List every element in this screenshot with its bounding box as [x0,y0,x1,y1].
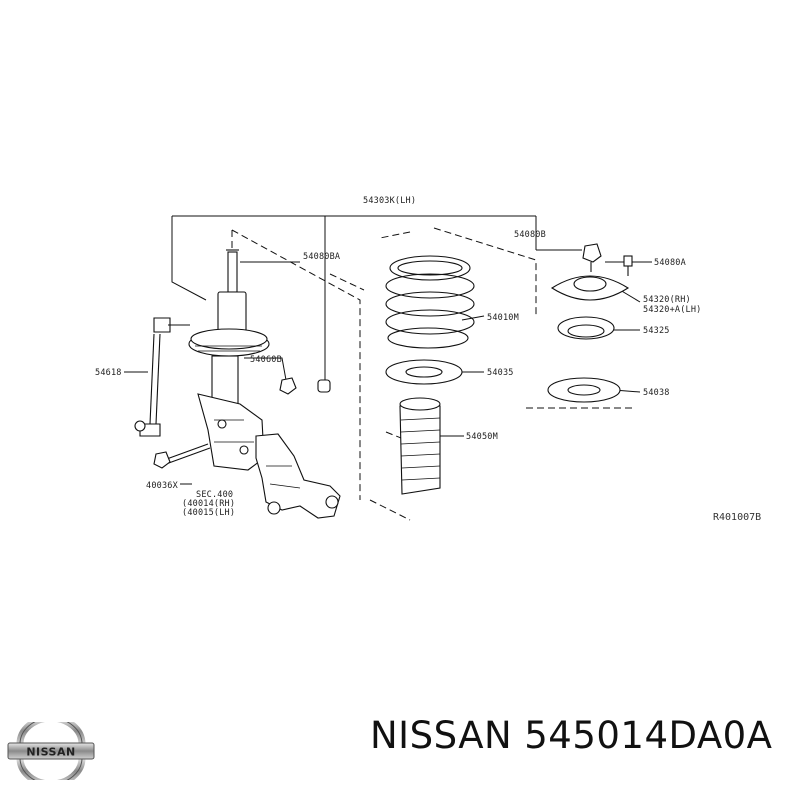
coil-spring-drawing [385,255,475,349]
caption-brand: NISSAN [370,714,513,757]
label-strut-assembly: 54303K(LH) [363,196,416,206]
leader-lines [124,215,652,485]
label-coil-spring: 54010M [487,313,519,323]
label-strut-mount-rh: 54320(RH) [643,295,691,305]
label-link-nut: 54060B [250,355,282,365]
label-knuckle-lh: (40015(LH) [182,508,235,518]
stabilizer-link-drawing [134,317,190,437]
strut-assembly-drawing [188,249,270,471]
label-upper-seat: 54038 [643,388,670,398]
label-mount-bolt: 54080A [654,258,686,268]
logo-wordmark: NISSAN [26,746,75,759]
spring-seat-drawing [385,359,463,385]
part-caption: NISSAN 545014DA0A [370,714,773,757]
part-labels: 54303K(LH) 54080BA 54618 54060B 40036X S… [95,196,702,518]
upper-mount-drawing [547,243,633,403]
label-bearing: 54325 [643,326,670,336]
knuckle-drawing [255,433,341,519]
label-mount-nut-a: 54080BA [303,252,340,262]
nissan-logo: NISSAN [7,722,95,780]
bolt-and-nuts-drawing [153,377,331,469]
diagram-reference-code: R401007B [713,512,762,523]
label-section-ref: SEC.400 [196,490,233,500]
label-spring-seat: 54035 [487,368,514,378]
label-knuckle-rh: (40014(RH) [182,499,235,509]
caption-part-number: 545014DA0A [524,714,773,757]
label-strut-mount-lh: 54320+A(LH) [643,305,702,315]
label-knuckle-bolt: 40036X [146,481,179,491]
bound-bumper-drawing [399,397,441,495]
label-bound-bumper: 54050M [466,432,498,442]
label-top-nut: 54080B [514,230,546,240]
label-stabilizer-link: 54618 [95,368,122,378]
